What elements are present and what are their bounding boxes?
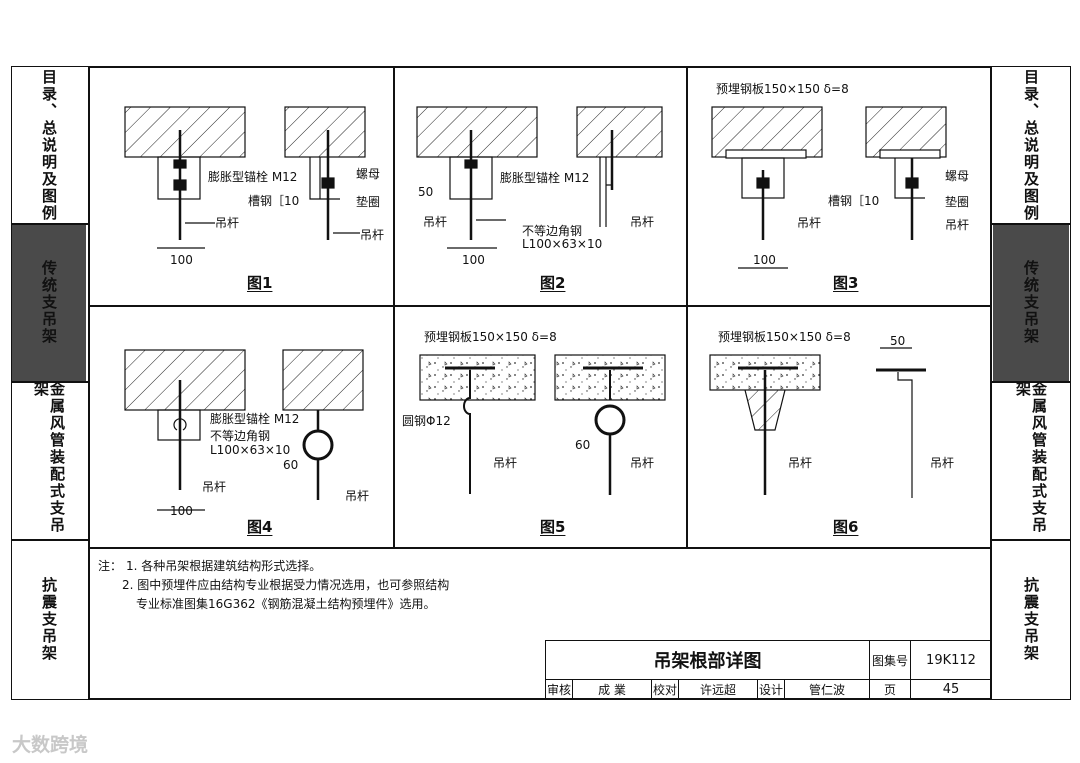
fig4-angle-spec: L100×63×10: [210, 443, 291, 457]
side-tab-label: 抗震支吊架: [40, 576, 58, 662]
side-tab-traditional-supports-right[interactable]: 传统支吊架: [993, 223, 1069, 381]
figure-3-caption: 图3: [833, 274, 859, 292]
side-divider: [11, 223, 89, 225]
grid-line: [686, 66, 688, 548]
fig4-dimension-60: 60: [283, 458, 299, 472]
figure-4-caption: 图4: [247, 518, 273, 536]
figure-2-drawing: [416, 106, 663, 249]
figure-2-caption: 图2: [540, 274, 566, 292]
figure-4-drawing: [124, 349, 364, 511]
atlas-label: 图集号: [869, 640, 911, 680]
side-tab-label: 传统支吊架: [1022, 259, 1040, 345]
fig3-washer-label: 垫圈: [945, 195, 970, 209]
side-tab-metal-duct-supports[interactable]: 金属风管装配式支吊架: [12, 381, 86, 539]
reviewer-name: 成 業: [572, 679, 652, 700]
fig1-channel-label: 槽钢［10: [248, 194, 300, 208]
fig1-nut-label: 螺母: [356, 167, 381, 181]
fig4-angle-label: 不等边角钢: [210, 429, 271, 443]
fig1-anchor-label: 膨胀型锚栓 M12: [208, 170, 298, 184]
note-1: 1. 各种吊架根据建筑结构形式选择。: [126, 559, 322, 573]
fig4-rod-label: 吊杆: [202, 480, 227, 494]
side-divider: [11, 381, 89, 383]
fig4-anchor-label: 膨胀型锚栓 M12: [210, 412, 300, 426]
fig3-channel-label: 槽钢［10: [828, 194, 880, 208]
side-tab-seismic-supports-right[interactable]: 抗震支吊架: [993, 539, 1069, 699]
grid-line: [88, 305, 992, 307]
fig2-angle-spec: L100×63×10: [522, 237, 603, 251]
side-tab-metal-duct-supports-right[interactable]: 金属风管装配式支吊架: [993, 381, 1069, 539]
fig2-rod-label: 吊杆: [423, 215, 448, 229]
fig2-angle-label: 不等边角钢: [522, 224, 583, 238]
side-tab-label: 目录、总说明及图例: [40, 68, 58, 222]
figure-5-caption: 图5: [540, 518, 566, 536]
fig4-dimension: 100: [170, 504, 193, 518]
fig5-rod-label: 吊杆: [493, 456, 518, 470]
figure-1-drawing: [124, 106, 366, 249]
side-tab-label: 金属风管装配式支吊架: [1014, 381, 1048, 534]
fig6-plate-label: 预埋钢板150×150 δ=8: [718, 330, 851, 344]
side-tab-traditional-supports[interactable]: 传统支吊架: [12, 223, 86, 381]
drawing-title: 吊架根部详图: [545, 640, 870, 680]
side-divider: [992, 223, 1071, 225]
fig4-rod-label: 吊杆: [345, 489, 370, 503]
fig1-rod-label: 吊杆: [215, 216, 240, 230]
fig2-anchor-label: 膨胀型锚栓 M12: [500, 171, 590, 185]
review-label: 审核: [545, 679, 573, 700]
fig3-dimension: 100: [753, 253, 776, 267]
fig3-rod-label: 吊杆: [797, 216, 822, 230]
fig2-rod-label: 吊杆: [630, 215, 655, 229]
side-tab-label: 目录、总说明及图例: [1022, 68, 1040, 222]
note-2: 2. 图中预埋件应由结构专业根据受力情况选用，也可参照结构: [122, 578, 450, 592]
check-label: 校对: [651, 679, 679, 700]
page-label: 页: [869, 679, 911, 700]
figure-1-caption: 图1: [247, 274, 273, 292]
side-tab-label: 传统支吊架: [40, 259, 58, 345]
fig6-rod-label: 吊杆: [930, 456, 955, 470]
side-tab-label: 抗震支吊架: [1022, 576, 1040, 662]
fig1-washer-label: 垫圈: [356, 195, 381, 209]
watermark: 大数跨境: [12, 734, 89, 756]
side-tab-label: 金属风管装配式支吊架: [32, 381, 66, 534]
fig1-dimension: 100: [170, 253, 193, 267]
drawing-frame: [88, 66, 992, 700]
fig3-nut-label: 螺母: [945, 169, 970, 183]
fig3-rod-label: 吊杆: [945, 218, 970, 232]
fig3-plate-label: 预埋钢板150×150 δ=8: [716, 82, 849, 96]
fig5-round-bar-label: 圆钢Φ12: [402, 414, 451, 428]
note-2-continued: 专业标准图集16G362《钢筋混凝土结构预埋件》选用。: [136, 597, 436, 611]
checker-name: 许远超: [678, 679, 758, 700]
figure-6-drawing: [709, 347, 926, 498]
notes-prefix: 注：: [98, 559, 123, 573]
page-number: 45: [910, 679, 992, 700]
atlas-number: 19K112: [910, 640, 992, 680]
side-tab-contents[interactable]: 目录、总说明及图例: [12, 67, 86, 223]
side-divider: [992, 539, 1071, 541]
side-tab-seismic-supports[interactable]: 抗震支吊架: [12, 539, 86, 699]
figure-5-drawing: [419, 354, 666, 495]
side-tab-contents-right[interactable]: 目录、总说明及图例: [993, 67, 1069, 223]
grid-line: [88, 547, 992, 549]
fig5-rod-label: 吊杆: [630, 456, 655, 470]
fig6-rod-label: 吊杆: [788, 456, 813, 470]
fig2-dimension: 100: [462, 253, 485, 267]
side-divider: [992, 381, 1071, 383]
fig5-plate-label: 预埋钢板150×150 δ=8: [424, 330, 557, 344]
design-label: 设计: [757, 679, 785, 700]
fig1-rod-label: 吊杆: [360, 228, 385, 242]
designer-name: 管仁波: [784, 679, 870, 700]
fig5-dimension-60: 60: [575, 438, 591, 452]
notes: 注：1. 各种吊架根据建筑结构形式选择。 2. 图中预埋件应由结构专业根据受力情…: [98, 557, 449, 614]
side-divider: [11, 539, 89, 541]
figure-3-drawing: [711, 106, 947, 269]
fig2-dimension-50: 50: [418, 185, 434, 199]
grid-line: [393, 66, 395, 548]
fig6-dimension-50: 50: [890, 334, 906, 348]
figure-6-caption: 图6: [833, 518, 859, 536]
